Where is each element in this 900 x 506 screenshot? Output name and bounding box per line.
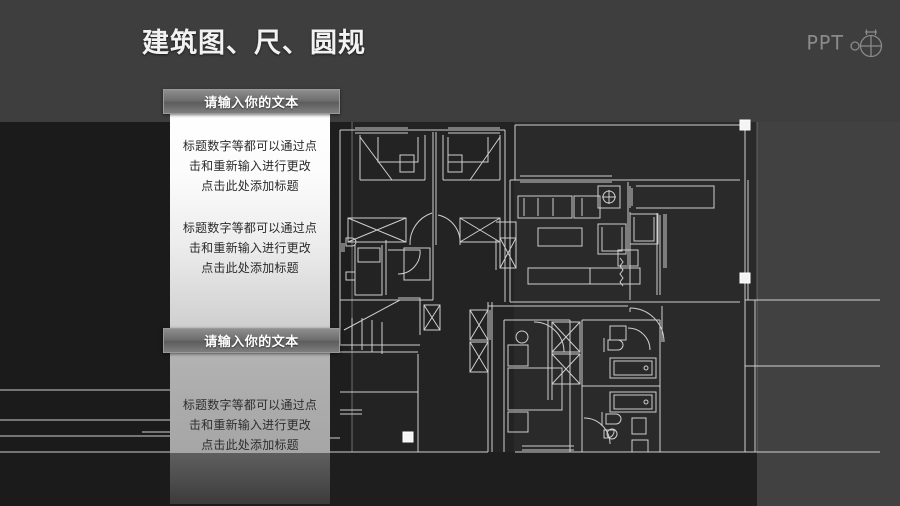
background-band-top	[0, 0, 900, 122]
selection-handle[interactable]	[739, 272, 751, 284]
page-title: 建筑图、尺、圆规	[142, 28, 366, 59]
callout-2-header-label: 请输入你的文本	[204, 335, 299, 350]
selection-handle[interactable]	[402, 431, 414, 443]
selection-handles	[402, 119, 751, 443]
callout-box-1[interactable]: 请输入你的文本 标题数字等都可以通过点击和重新输入进行更改 点击此处添加标题 标…	[163, 89, 340, 328]
callout-2-paragraph-1: 标题数字等都可以通过点击和重新输入进行更改 点击此处添加标题	[182, 398, 318, 452]
logo-text: PPT	[806, 32, 844, 55]
callout-2-tail	[170, 453, 330, 504]
compass-circle-icon	[850, 29, 883, 58]
callout-box-2[interactable]: 请输入你的文本 标题数字等都可以通过点击和重新输入进行更改 点击此处添加标题	[163, 328, 340, 504]
callout-2-body: 标题数字等都可以通过点击和重新输入进行更改 点击此处添加标题	[170, 353, 330, 453]
callout-1-header-label: 请输入你的文本	[204, 96, 299, 111]
callout-1-header[interactable]: 请输入你的文本	[163, 89, 340, 114]
callout-1-paragraph-1: 标题数字等都可以通过点击和重新输入进行更改 点击此处添加标题	[182, 139, 318, 193]
selection-handle[interactable]	[739, 119, 751, 131]
brand-logo: PPT	[806, 28, 884, 58]
callout-1-body: 标题数字等都可以通过点击和重新输入进行更改 点击此处添加标题 标题数字等都可以通…	[170, 114, 330, 328]
callout-1-paragraph-2: 标题数字等都可以通过点击和重新输入进行更改 点击此处添加标题	[182, 221, 318, 275]
callout-2-header[interactable]: 请输入你的文本	[163, 328, 340, 353]
